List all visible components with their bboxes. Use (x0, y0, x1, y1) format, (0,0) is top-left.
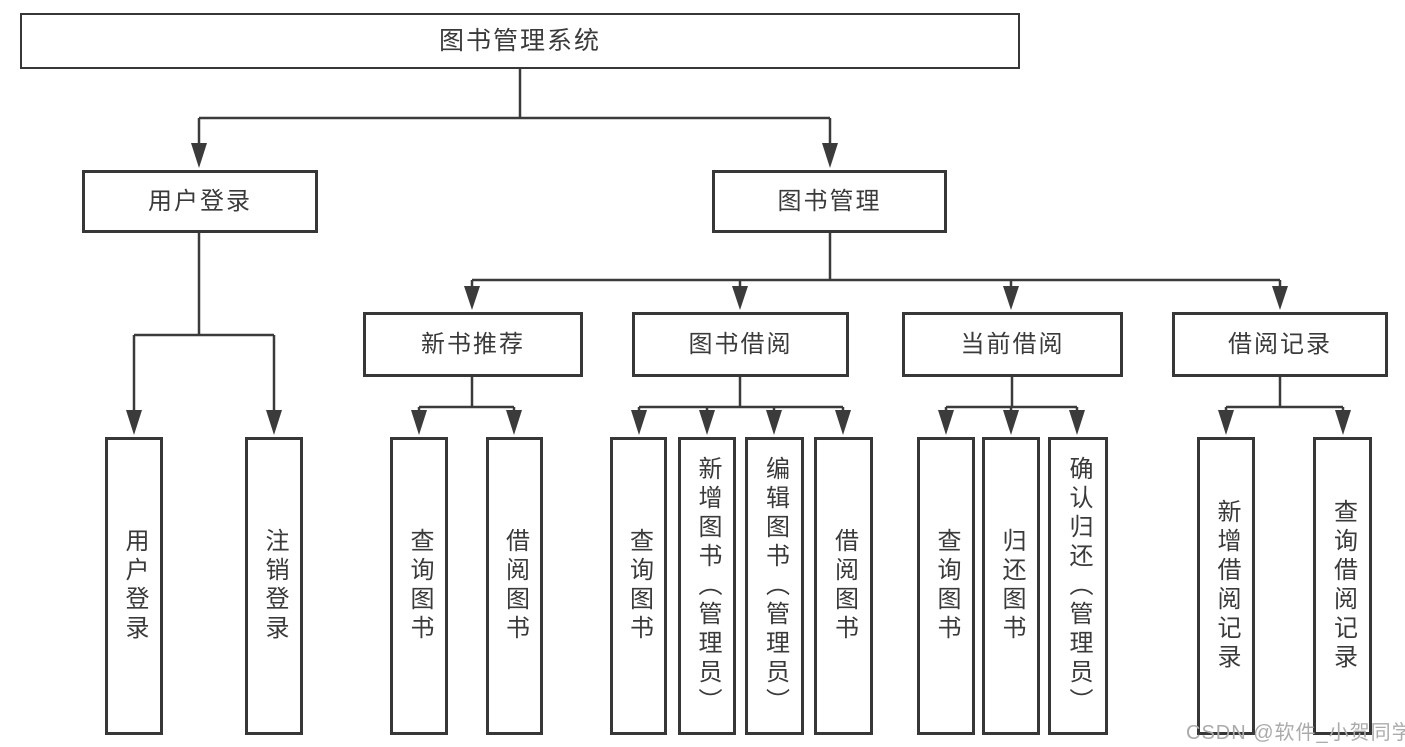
node-new-book-recommend: 新书推荐 (363, 312, 583, 377)
node-book-management: 图书管理 (712, 170, 947, 233)
leaf-add-book-admin-label: 新增图书（管理员） (694, 455, 721, 717)
node-borrow-records-label: 借阅记录 (1228, 330, 1332, 358)
leaf-confirm-return-admin-label: 确认归还（管理员） (1065, 455, 1092, 717)
node-user-login: 用户登录 (82, 170, 318, 233)
leaf-query-borrow-record: 查询借阅记录 (1313, 437, 1372, 735)
node-book-management-label: 图书管理 (777, 187, 882, 215)
node-current-borrow-label: 当前借阅 (960, 330, 1065, 358)
leaf-borrow-book-recommend: 借阅图书 (486, 437, 543, 735)
watermark: CSDN @软件_小贺同学 (1186, 722, 1405, 744)
leaf-borrow-book: 借阅图书 (814, 437, 873, 735)
node-current-borrow: 当前借阅 (902, 312, 1123, 377)
leaf-return-book-label: 归还图书 (998, 528, 1025, 644)
node-book-borrow: 图书借阅 (632, 312, 849, 377)
leaf-borrow-book-recommend-label: 借阅图书 (501, 528, 529, 644)
leaf-user-login: 用户登录 (105, 437, 163, 735)
leaf-add-borrow-record: 新增借阅记录 (1197, 437, 1255, 735)
leaf-query-book-recommend: 查询图书 (390, 437, 448, 735)
leaf-user-login-label: 用户登录 (121, 528, 148, 644)
leaf-query-book-borrow-label: 查询图书 (625, 528, 653, 644)
leaf-query-book-borrow: 查询图书 (610, 437, 667, 735)
node-borrow-records: 借阅记录 (1172, 312, 1388, 377)
leaf-query-book-current-label: 查询图书 (933, 528, 960, 644)
leaf-query-borrow-record-label: 查询借阅记录 (1329, 499, 1357, 673)
node-user-login-label: 用户登录 (148, 187, 252, 215)
leaf-query-book-current: 查询图书 (917, 437, 975, 735)
leaf-logout-label: 注销登录 (261, 528, 288, 644)
leaf-add-borrow-record-label: 新增借阅记录 (1213, 499, 1240, 673)
leaf-confirm-return-admin: 确认归还（管理员） (1048, 437, 1108, 735)
leaf-return-book: 归还图书 (982, 437, 1040, 735)
leaf-query-book-recommend-label: 查询图书 (406, 528, 433, 644)
leaf-add-book-admin: 新增图书（管理员） (678, 437, 736, 735)
node-root-label: 图书管理系统 (438, 26, 601, 55)
leaf-logout: 注销登录 (245, 437, 303, 735)
node-book-borrow-label: 图书借阅 (688, 330, 793, 358)
leaf-borrow-book-label: 借阅图书 (830, 528, 858, 644)
leaf-edit-book-admin-label: 编辑图书（管理员） (761, 455, 789, 717)
leaf-edit-book-admin: 编辑图书（管理员） (745, 437, 804, 735)
node-root: 图书管理系统 (20, 13, 1020, 69)
node-new-book-recommend-label: 新书推荐 (421, 330, 525, 358)
